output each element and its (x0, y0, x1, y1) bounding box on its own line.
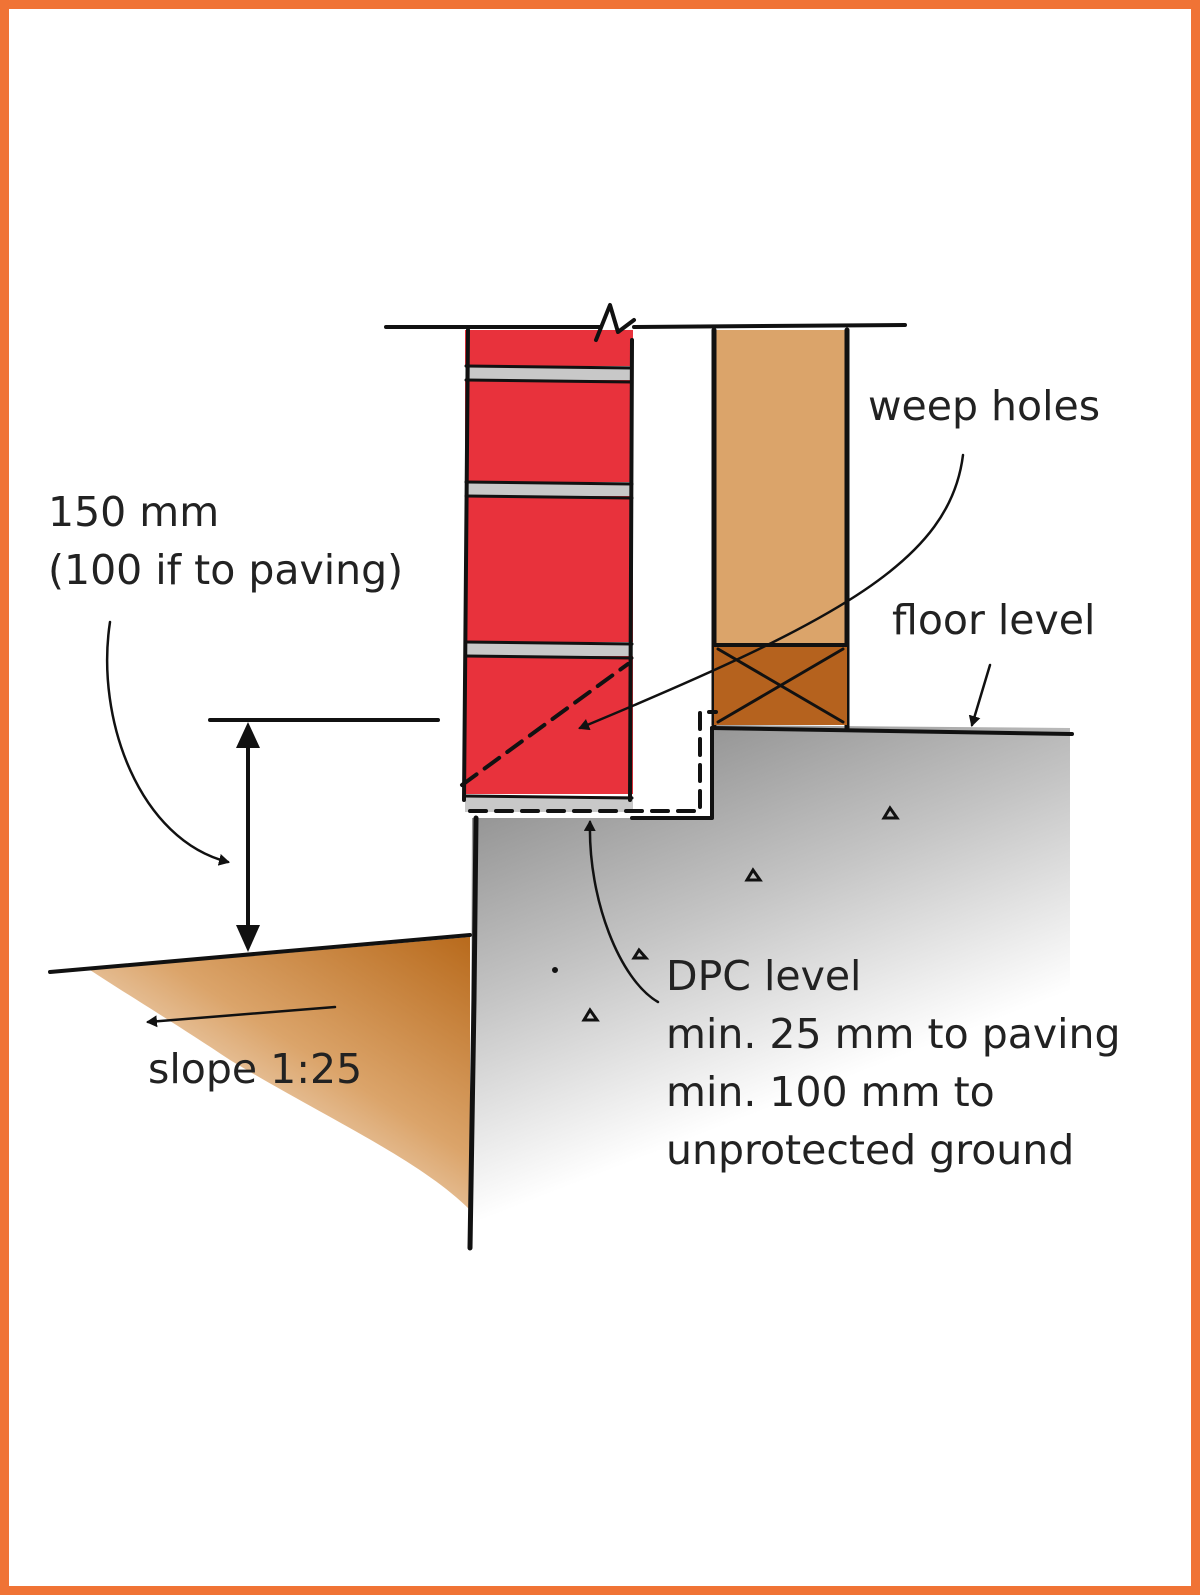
timber-frame (714, 330, 847, 645)
weep-hole-dashed-line (460, 662, 630, 787)
slope-arrow (146, 1005, 337, 1028)
ground-soil (90, 937, 470, 1210)
slope-label: slope 1:25 (148, 1045, 362, 1093)
weep-holes-leader (578, 453, 965, 731)
bottom-plate-cross (712, 643, 849, 724)
dpc-flashing (468, 710, 718, 813)
footing-outline (467, 815, 479, 1251)
aggregate-specks (552, 805, 900, 1022)
height-dimension-leader (105, 620, 230, 866)
dpc-label-line4: unprotected ground (666, 1126, 1074, 1174)
floor-level-line (710, 726, 1074, 736)
mortar-joint (465, 366, 633, 380)
weep-holes-label: weep holes (868, 382, 1100, 430)
height-dimension-arrow (236, 722, 260, 952)
top-break-line (384, 323, 907, 329)
brick (465, 496, 633, 642)
floor-level-leader (968, 663, 992, 727)
height-label-line2: (100 if to paving) (48, 546, 403, 594)
floor-level-label: floor level (892, 596, 1095, 644)
brick (465, 380, 633, 482)
dpc-layer (465, 796, 633, 812)
brick-wall (462, 303, 636, 812)
ground-line (48, 933, 472, 974)
height-label-line1: 150 mm (48, 488, 219, 536)
dpc-label-line2: min. 25 mm to paving (666, 1010, 1121, 1058)
dpc-level-leader (583, 820, 660, 1004)
mortar-joint (465, 642, 633, 656)
mortar-joint (465, 482, 633, 496)
brick (465, 330, 633, 366)
cavity-floor (630, 726, 714, 820)
dpc-label-line3: min. 100 mm to (666, 1068, 995, 1116)
dpc-label-line1: DPC level (666, 952, 861, 1000)
concrete-slab (470, 725, 1070, 1245)
